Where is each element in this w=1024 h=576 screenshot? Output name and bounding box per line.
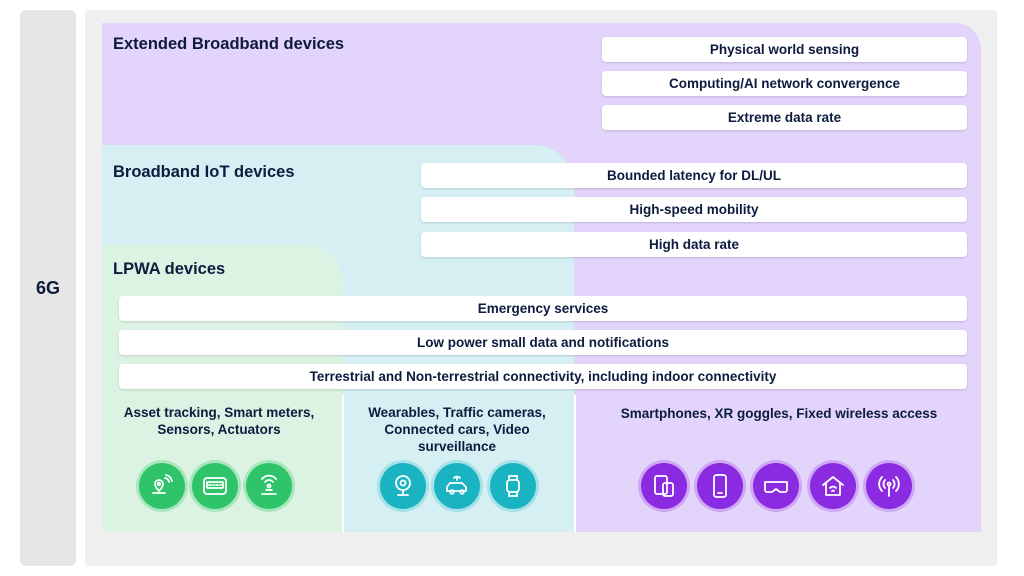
generation-label: 6G [35,277,60,298]
antenna-icon [866,463,912,509]
capability-bar: High data rate [421,232,967,257]
generation-sidebar: 6G [20,10,76,566]
smart-meter-icon [192,463,238,509]
device-caption-extended: Smartphones, XR goggles, Fixed wireless … [620,406,938,421]
section-title-lpwa: LPWA devices [113,260,226,278]
column-divider [574,395,576,532]
smartphone-icon [697,463,743,509]
devices-icon [641,463,687,509]
xr-goggles-icon [753,463,799,509]
camera-icon [380,463,426,509]
capability-bar: Emergency services [119,296,967,321]
section-title-extended: Extended Broadband devices [113,35,345,53]
device-caption-broadband-iot: Wearables, Traffic cameras, Connected ca… [368,405,546,454]
capability-bar: Low power small data and notifications [119,330,967,355]
connected-car-icon [434,463,480,509]
capability-bar: High-speed mobility [421,197,967,222]
capability-bar: Terrestrial and Non-terrestrial connecti… [119,364,967,389]
smart-home-icon [810,463,856,509]
device-caption-lpwa: Asset tracking, Smart meters, Sensors, A… [123,405,315,437]
location-signal-icon [139,463,185,509]
capability-bar: Physical world sensing [602,37,967,62]
smartwatch-icon [490,463,536,509]
capability-bar: Extreme data rate [602,105,967,130]
section-title-broadband-iot: Broadband IoT devices [113,163,295,181]
sensor-icon [246,463,292,509]
capability-bar: Bounded latency for DL/UL [421,163,967,188]
column-divider [342,395,344,532]
capability-bar: Computing/AI network convergence [602,71,967,96]
